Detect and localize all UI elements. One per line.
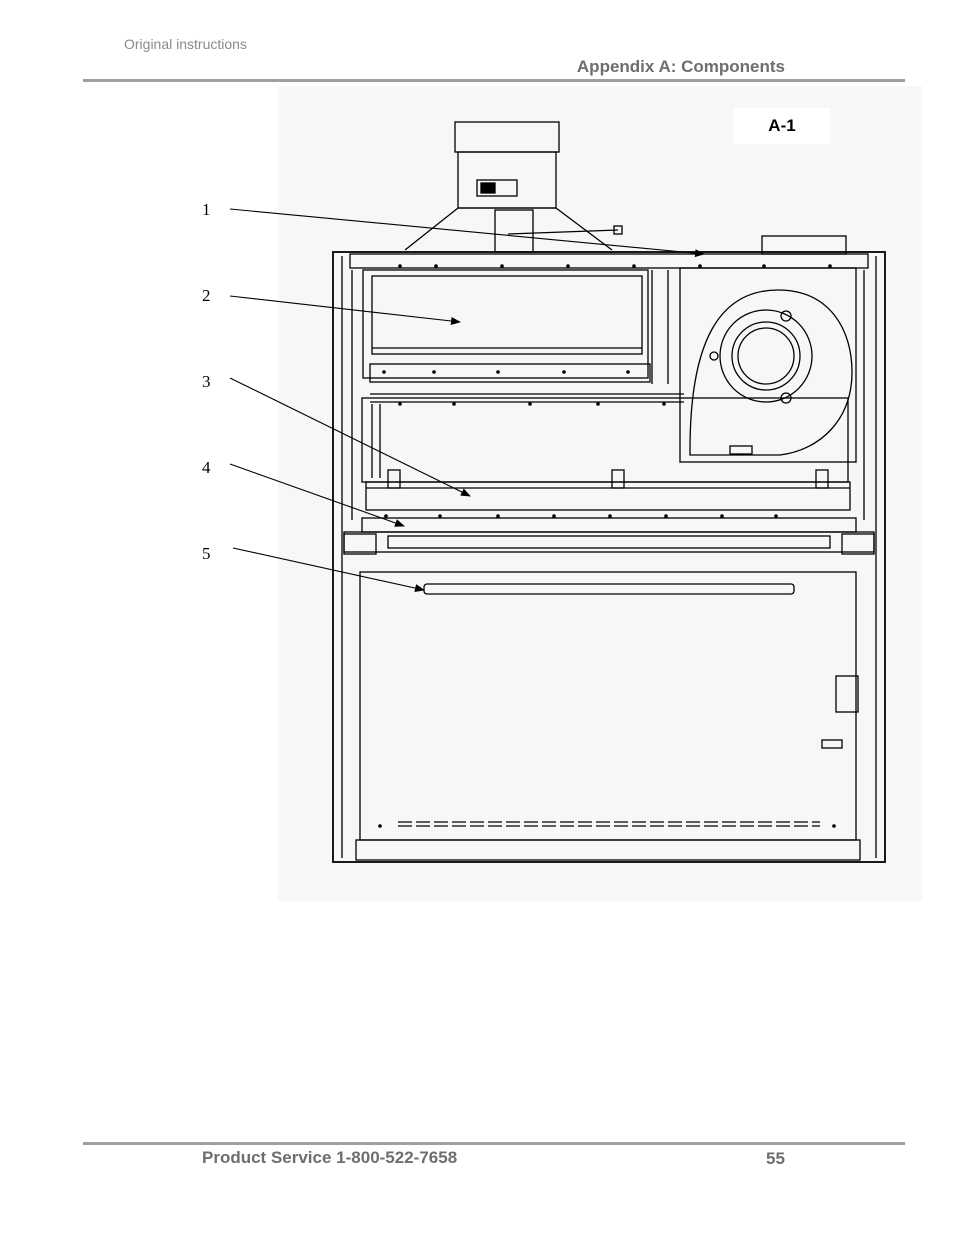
blower-wheel [719, 309, 813, 403]
side-outlet [835, 675, 859, 713]
figure-background [278, 86, 922, 901]
callout-2: 2 [202, 286, 211, 305]
callout-3: 3 [202, 372, 211, 391]
exhaust-collar [454, 121, 560, 153]
supply-hepa-filter [365, 481, 851, 511]
leader-line-1 [229, 208, 705, 258]
product-service-phone: Product Service 1-800-522-7658 [202, 1148, 458, 1167]
damper-bracket [494, 209, 534, 253]
original-instructions-note: Original instructions [124, 36, 247, 52]
leader-line-2 [229, 295, 461, 325]
exhaust-hepa-filter [371, 275, 643, 355]
footer-rule [83, 1142, 905, 1145]
blower-scroll [689, 289, 853, 456]
figure-label-box [734, 108, 830, 144]
supply-plenum [361, 397, 849, 483]
leader-line-3 [229, 377, 471, 497]
service-valve [821, 739, 843, 749]
callout-4: 4 [202, 458, 211, 477]
header-rule [83, 79, 905, 82]
work-surface-front [355, 839, 861, 861]
blower-housing [679, 267, 857, 463]
exhaust-filter-housing [362, 269, 649, 379]
damper-indicator [476, 179, 518, 197]
figure-label: A-1 [768, 116, 795, 135]
light-housing [343, 531, 875, 553]
diffuser-rail [361, 517, 857, 533]
callout-5: 5 [202, 544, 211, 563]
fluorescent-lamp [423, 583, 795, 595]
cabinet-frame [332, 251, 886, 863]
leader-line-5 [232, 547, 425, 592]
section-title: Appendix A: Components [576, 57, 785, 76]
callout-1: 1 [202, 200, 211, 219]
leader-line-4 [229, 463, 405, 527]
page-number: 55 [766, 1149, 785, 1168]
work-area [359, 571, 857, 841]
